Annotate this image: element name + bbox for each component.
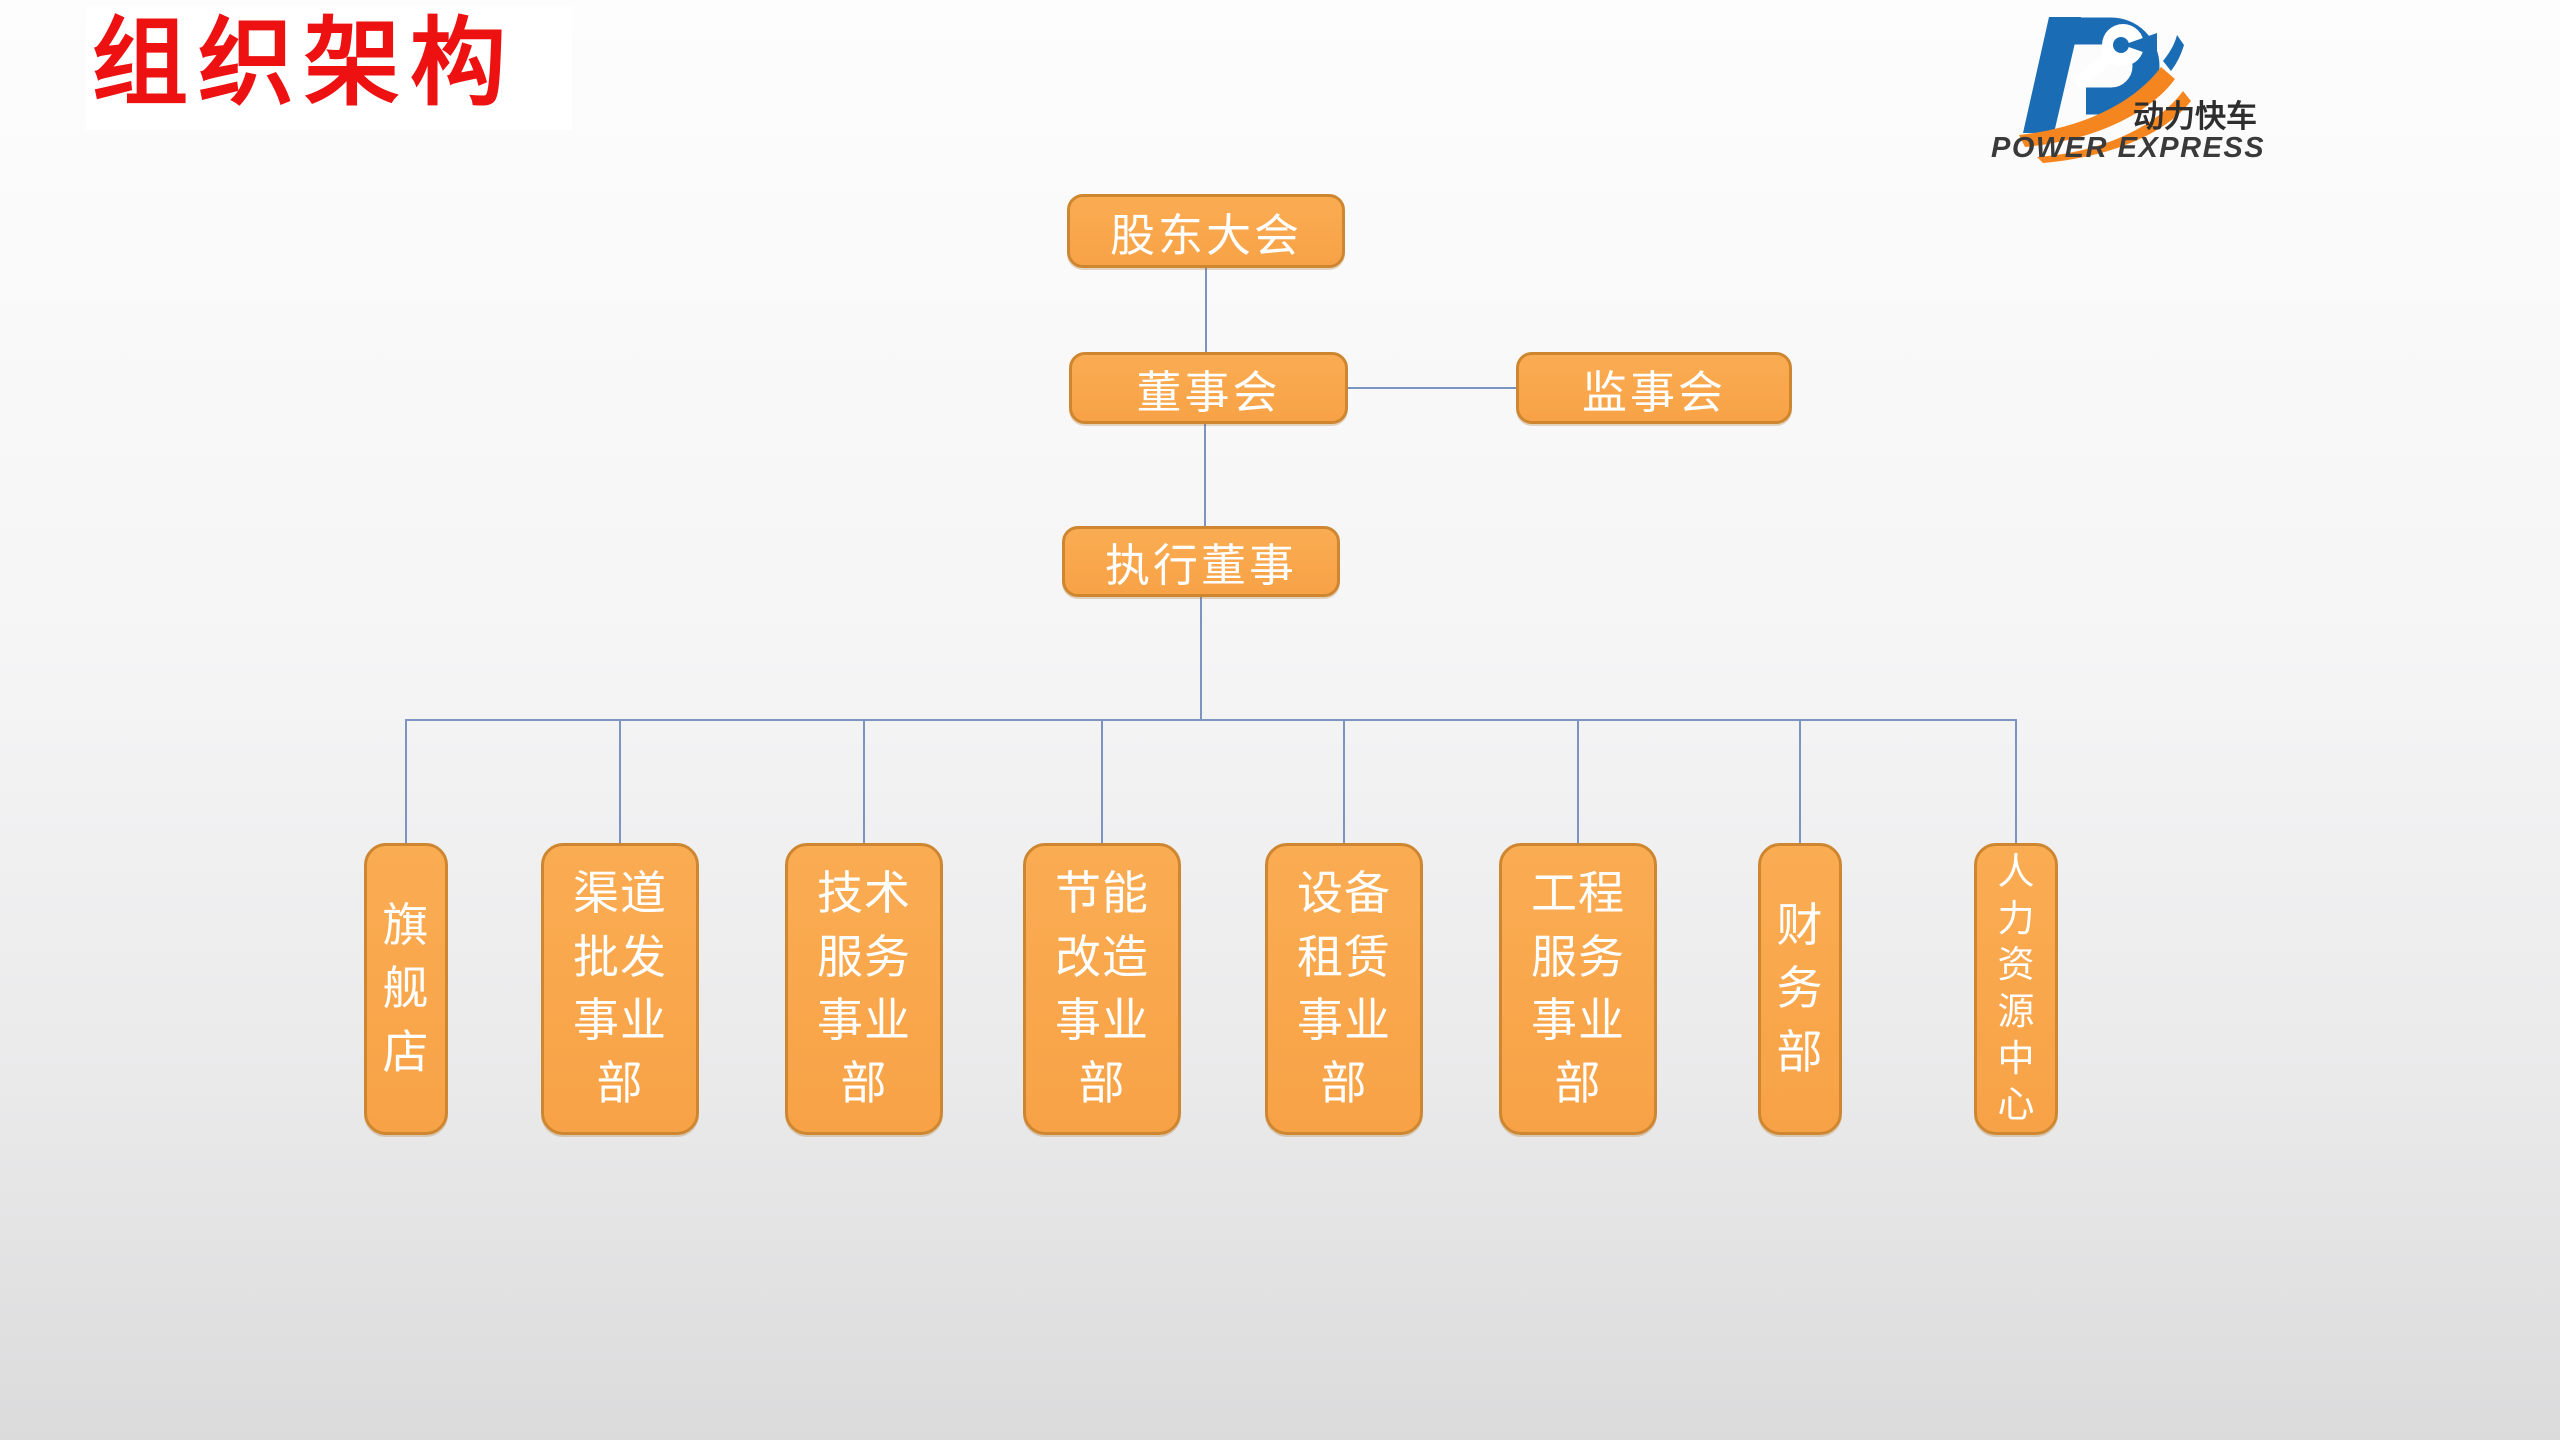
title-backdrop (86, 6, 572, 130)
org-node-finance-department: 财务部 (1758, 843, 1842, 1135)
org-node-supervisory-board: 监事会 (1516, 352, 1792, 424)
org-node-label: 设备租赁事业部 (1297, 867, 1391, 1110)
connector-executive-to-trunk (1200, 597, 1202, 720)
page-title: 组织架构 (92, 6, 516, 119)
org-node-label: 技术服务事业部 (817, 867, 911, 1110)
connector-drop-4 (1101, 721, 1103, 843)
org-node-energy-saving-retrofit-division: 节能改造事业部 (1023, 843, 1181, 1135)
logo-company-name-zh: 动力快车 (2133, 99, 2257, 134)
connector-trunk-line (405, 719, 2017, 721)
org-node-label: 渠道批发事业部 (573, 867, 667, 1110)
org-node-label: 监事会 (1581, 366, 1726, 418)
connector-drop-3 (863, 721, 865, 843)
org-node-label: 旗舰店 (382, 898, 430, 1078)
org-node-label: 执行董事 (1104, 540, 1297, 591)
connector-drop-5 (1343, 721, 1345, 843)
logo-company-name-en: POWER EXPRESS (1991, 132, 2265, 163)
power-express-logo: 动力快车 POWER EXPRESS (1991, 17, 2265, 163)
connector-board-to-supervisory (1348, 387, 1516, 389)
connector-drop-8 (2015, 721, 2017, 843)
connector-drop-2 (619, 721, 621, 843)
connector-drop-6 (1577, 721, 1579, 843)
org-node-equipment-leasing-division: 设备租赁事业部 (1265, 843, 1423, 1135)
org-node-label: 股东大会 (1109, 209, 1302, 261)
connector-root-to-board (1205, 268, 1207, 352)
connector-drop-7 (1799, 721, 1801, 843)
org-node-label: 人力资源中心 (1997, 851, 2035, 1126)
org-node-board-of-directors: 董事会 (1069, 352, 1348, 424)
org-node-label: 财务部 (1776, 898, 1824, 1078)
org-node-label: 节能改造事业部 (1055, 867, 1149, 1110)
connector-drop-1 (405, 721, 407, 843)
org-node-label: 工程服务事业部 (1531, 867, 1625, 1110)
org-node-technical-service-division: 技术服务事业部 (785, 843, 943, 1135)
org-node-executive-director: 执行董事 (1062, 526, 1340, 597)
org-node-label: 董事会 (1136, 366, 1281, 418)
org-node-shareholders-meeting: 股东大会 (1067, 194, 1345, 268)
org-node-channel-wholesale-division: 渠道批发事业部 (541, 843, 699, 1135)
org-node-human-resources-center: 人力资源中心 (1974, 843, 2058, 1135)
org-node-flagship-store: 旗舰店 (364, 843, 448, 1135)
connector-board-to-executive (1204, 424, 1206, 526)
logo-p-wrench-icon (2019, 17, 2191, 163)
org-node-engineering-service-division: 工程服务事业部 (1499, 843, 1657, 1135)
